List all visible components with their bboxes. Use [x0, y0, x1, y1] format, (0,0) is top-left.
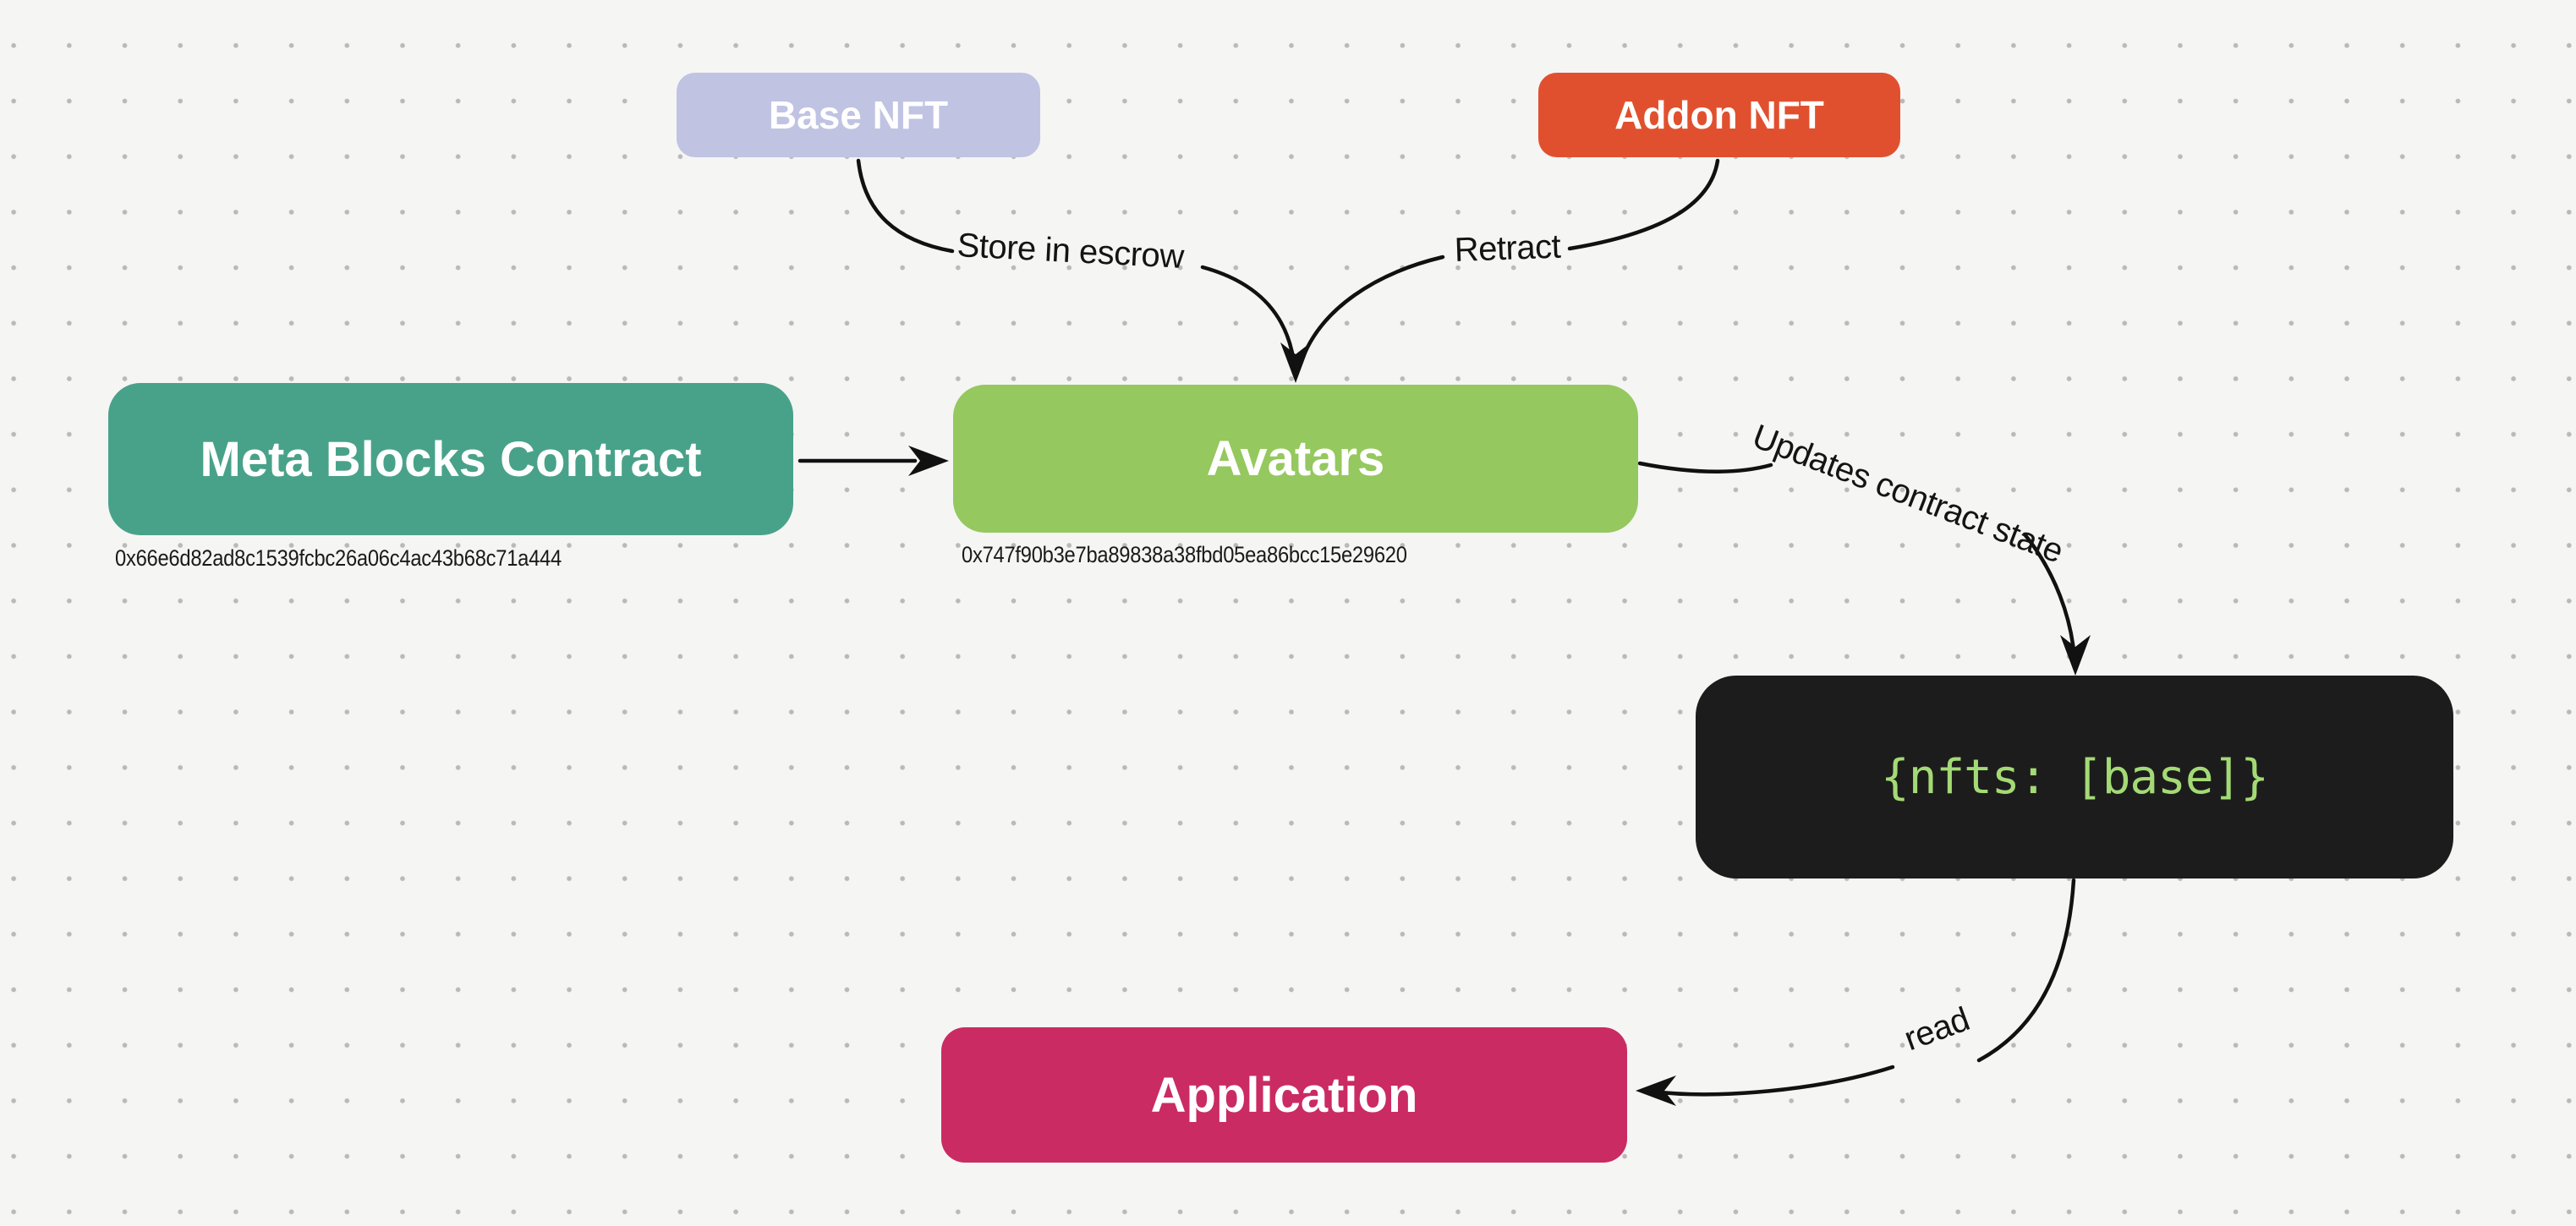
arrowhead-into-state-box	[2060, 635, 2091, 676]
node-avatars: Avatars	[953, 385, 1638, 533]
node-base-nft-label: Base NFT	[768, 93, 949, 137]
edge-contract-to-avatars	[797, 446, 949, 476]
node-addon-nft: Addon NFT	[1538, 73, 1900, 157]
edge-store-in-escrow	[856, 158, 1311, 383]
edge-store-in-escrow-segment-1	[856, 158, 955, 254]
edge-read	[1636, 878, 2076, 1106]
edge-updates-contract-state	[1637, 461, 2091, 676]
edge-read-segment-2	[1650, 1065, 1895, 1097]
edge-read-segment-1	[1976, 878, 2076, 1063]
edge-updates-segment-1	[1637, 461, 1773, 473]
node-meta-blocks-contract-label: Meta Blocks Contract	[200, 431, 702, 487]
arrowhead-into-application	[1636, 1075, 1676, 1106]
avatars-contract-address: 0x747f90b3e7ba89838a38fbd05ea86bcc15e296…	[962, 542, 1407, 567]
node-avatars-label: Avatars	[1206, 431, 1385, 486]
edge-store-in-escrow-segment-2	[1200, 265, 1297, 373]
edge-retract-segment-2	[1298, 255, 1445, 366]
edge-label-retract: Retract	[1454, 227, 1561, 269]
meta-blocks-contract-address: 0x66e6d82ad8c1539fcbc26a06c4ac43b68c71a4…	[115, 545, 562, 571]
node-application-label: Application	[1150, 1067, 1418, 1123]
node-application: Application	[941, 1027, 1627, 1163]
edge-retract-segment-1	[1567, 158, 1720, 251]
node-contract-state-code: {nfts: [base]}	[1880, 749, 2269, 805]
node-base-nft: Base NFT	[677, 73, 1040, 157]
node-contract-state: {nfts: [base]}	[1696, 676, 2453, 878]
arrowhead-into-avatars-left	[908, 446, 949, 476]
node-addon-nft-label: Addon NFT	[1614, 93, 1824, 137]
node-meta-blocks-contract: Meta Blocks Contract	[108, 383, 793, 535]
edge-retract	[1298, 158, 1720, 366]
